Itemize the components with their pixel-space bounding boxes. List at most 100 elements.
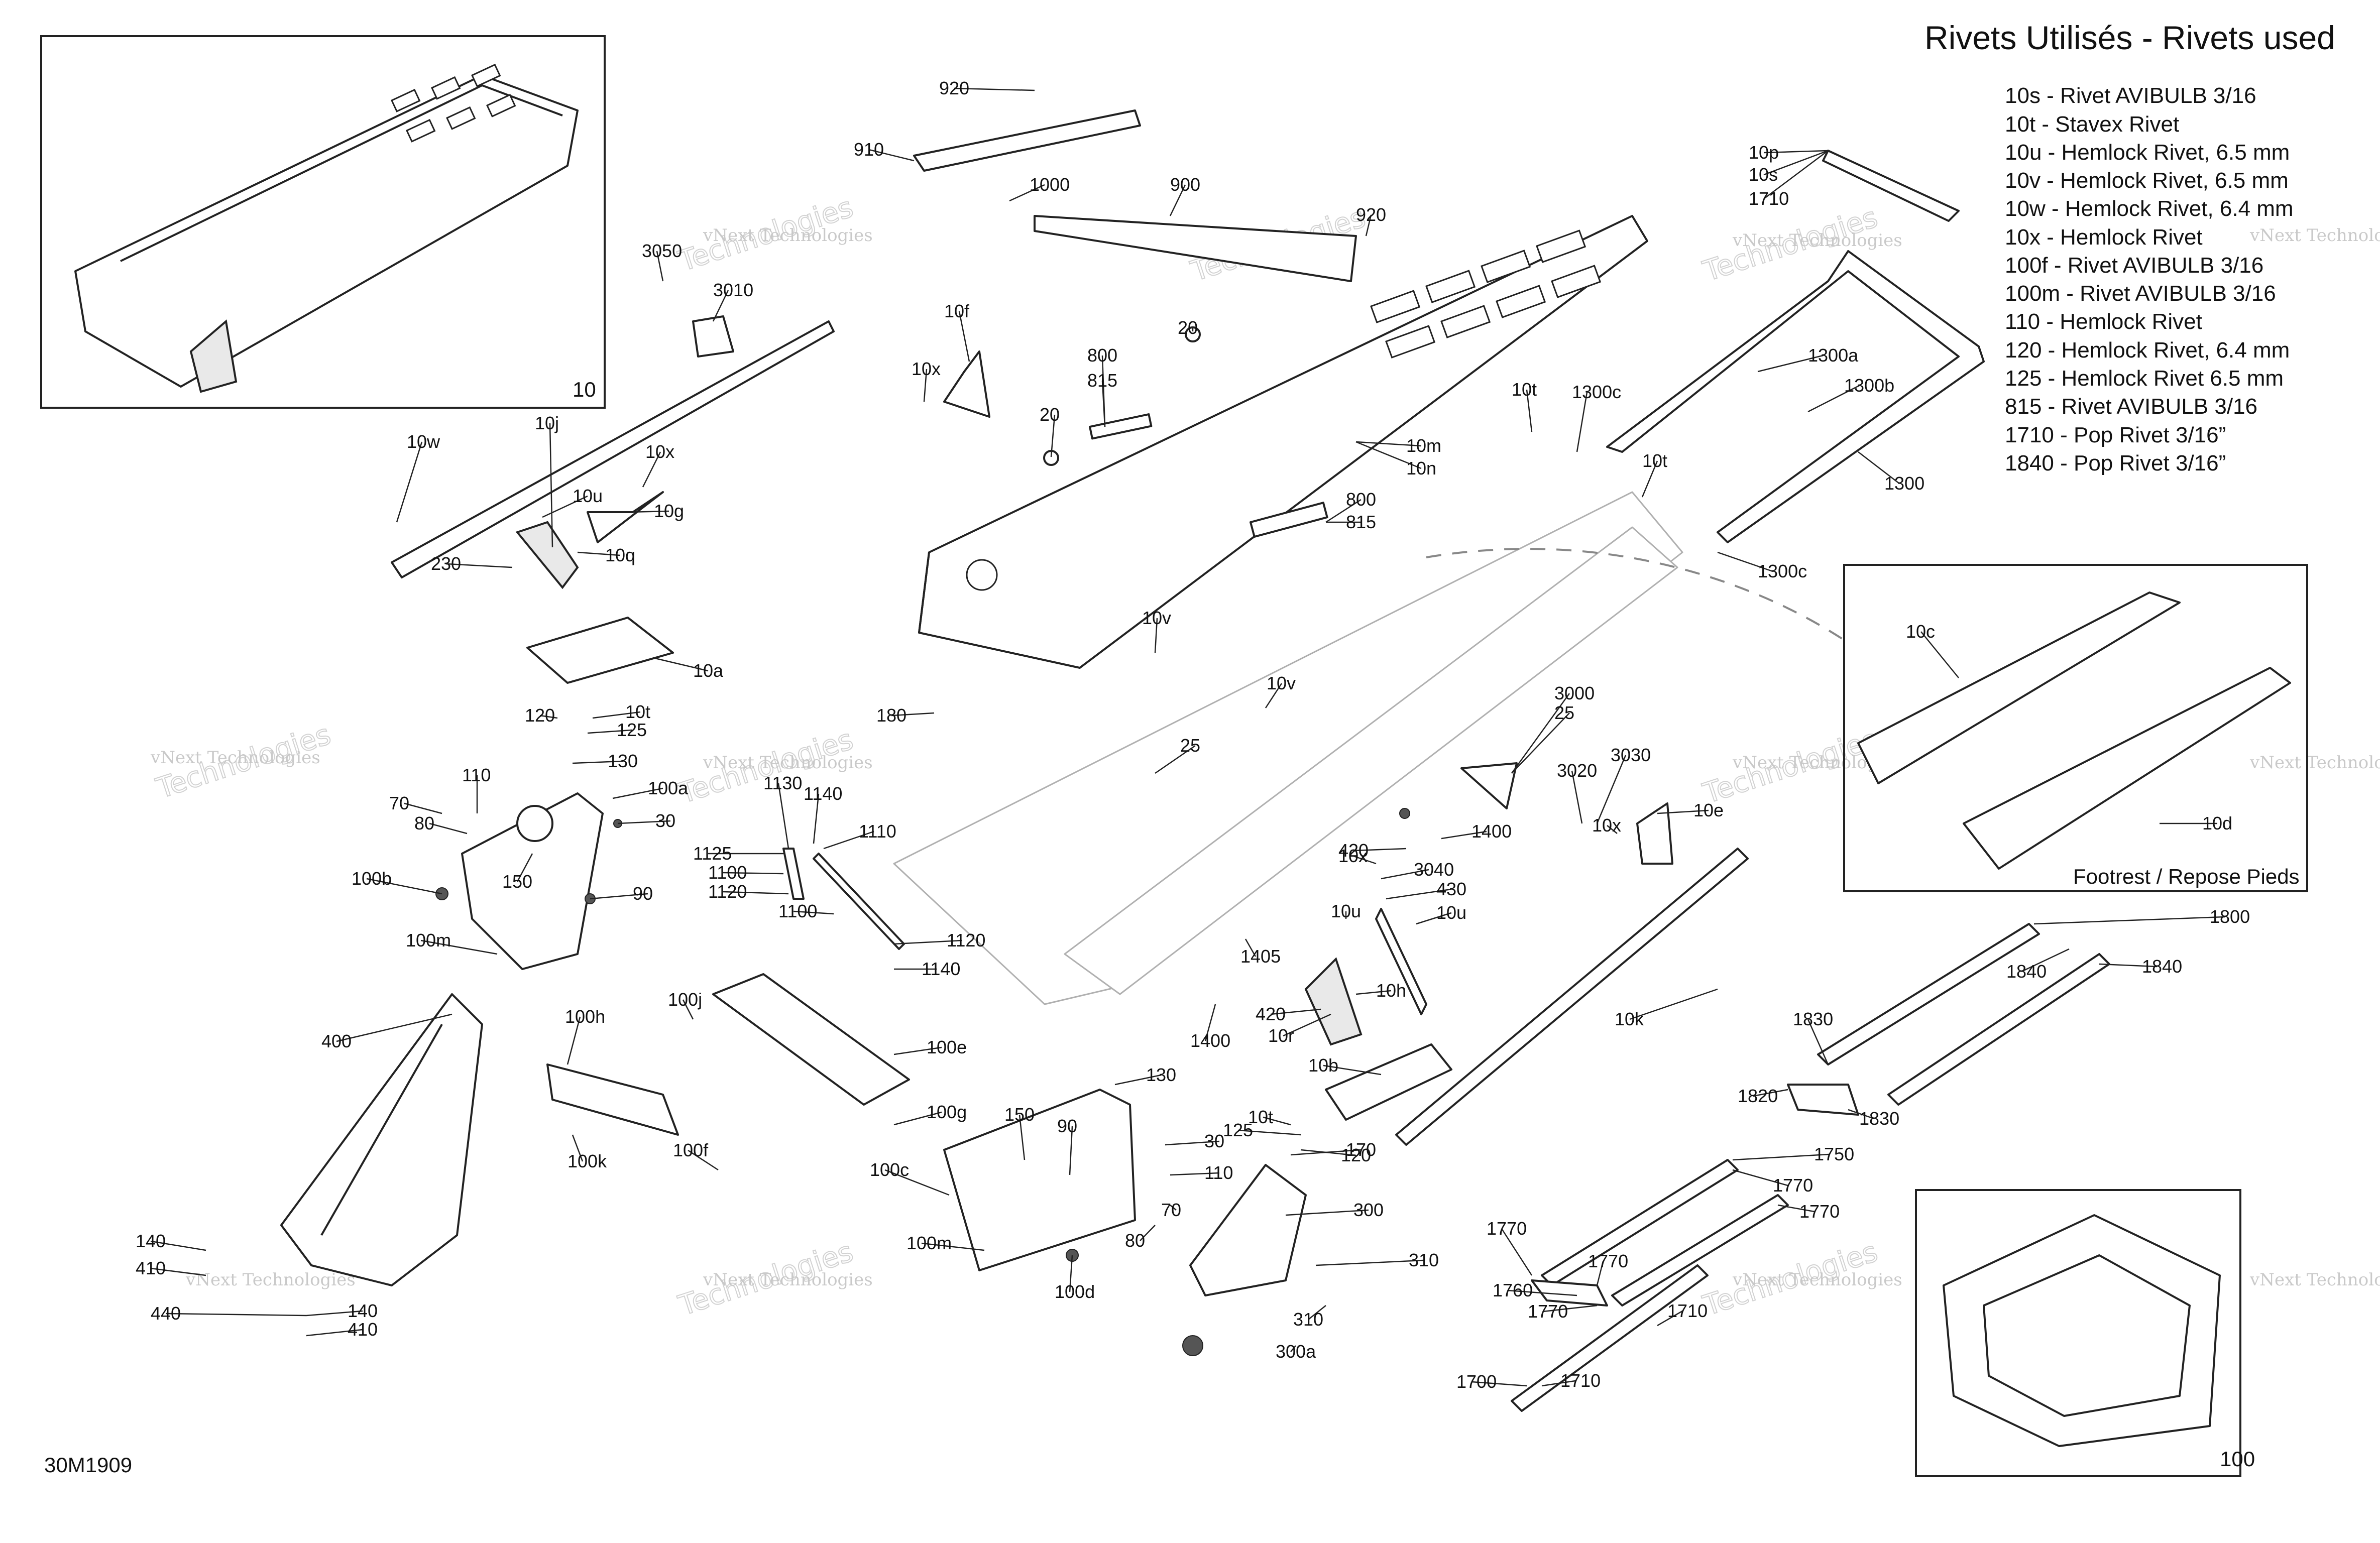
callout-label: 815 xyxy=(1087,370,1117,391)
callout-leader xyxy=(1732,1153,1830,1161)
frame-400-tube xyxy=(320,1024,443,1236)
column-100a xyxy=(461,792,604,970)
rail-1700 xyxy=(1511,1264,1709,1412)
callout-leader xyxy=(1154,618,1158,653)
callout-label: 1750 xyxy=(1814,1144,1854,1164)
callout-label: 100c xyxy=(870,1159,909,1180)
callout-leader xyxy=(1807,1019,1829,1065)
bracket-10e xyxy=(1636,802,1673,865)
callout-leader xyxy=(923,369,928,402)
callout-label: 10n xyxy=(1406,458,1436,479)
grommet-20 xyxy=(1185,326,1201,342)
callout-leader xyxy=(572,760,623,764)
legend-item: 10t - Stavex Rivet xyxy=(2005,112,2179,137)
callout-label: 815 xyxy=(1346,512,1376,532)
callout-label: 1110 xyxy=(859,821,896,842)
callout-leader xyxy=(445,563,513,568)
callout-label: 100m xyxy=(406,930,451,951)
callout-leader xyxy=(617,820,671,824)
callout-leader xyxy=(1170,1172,1220,1176)
callout-label: 100b xyxy=(352,868,392,889)
callout-label: 1830 xyxy=(1859,1108,1899,1129)
callout-label: 10c xyxy=(1906,621,1935,642)
callout-leader xyxy=(1300,1149,1356,1156)
callout-leader xyxy=(1308,1305,1326,1320)
callout-label: 1830 xyxy=(1793,1009,1833,1029)
callout-label: 3050 xyxy=(642,241,682,261)
callout-label: 10r xyxy=(1268,1025,1294,1046)
callout-leader xyxy=(516,853,533,882)
callout-leader xyxy=(306,1329,363,1337)
callout-leader xyxy=(1290,1345,1296,1352)
tunnel-vents xyxy=(391,63,516,143)
callout-label: 1300a xyxy=(1808,345,1859,366)
callout-leader xyxy=(592,711,641,719)
legend-item: 120 - Hemlock Rivet, 6.4 mm xyxy=(2005,338,2290,363)
callout-leader xyxy=(2021,948,2070,973)
watermark-text: vNext Technologies xyxy=(2249,225,2380,246)
plate-100e xyxy=(712,973,910,1106)
callout-label: 100m xyxy=(906,1233,952,1253)
callout-leader xyxy=(1526,389,1533,432)
callout-leader xyxy=(1285,1209,1369,1216)
callout-label: 900 xyxy=(1170,174,1200,195)
legend-item: 100f - Rivet AVIBULB 3/16 xyxy=(2005,253,2263,278)
bracket-10p xyxy=(1822,150,1960,222)
callout-leader xyxy=(813,793,820,844)
callout-label: 1710 xyxy=(1667,1300,1708,1321)
callout-label: 100a xyxy=(648,778,689,798)
callout-leader xyxy=(587,729,632,734)
bracket-910 xyxy=(913,109,1141,172)
callout-leader xyxy=(1018,1114,1026,1160)
legend-item: 10s - Rivet AVIBULB 3/16 xyxy=(2005,83,2256,108)
bracket-1760 xyxy=(1531,1279,1608,1307)
callout-label: 20 xyxy=(1178,317,1198,338)
callout-leader xyxy=(1009,184,1045,202)
legend-item: 125 - Hemlock Rivet 6.5 mm xyxy=(2005,366,2284,391)
legend-item: 10v - Hemlock Rivet, 6.5 mm xyxy=(2005,168,2289,193)
callout-label: 1125 xyxy=(693,843,732,864)
callout-label: 20 xyxy=(1040,404,1060,425)
callout-leader xyxy=(1381,869,1429,880)
callout-leader xyxy=(893,939,962,945)
callout-leader xyxy=(1315,1259,1424,1266)
callout-label: 30 xyxy=(1204,1131,1224,1151)
legend-item: 1710 - Pop Rivet 3/16” xyxy=(2005,423,2226,447)
callout-label: 400 xyxy=(321,1031,352,1051)
link-1100-b xyxy=(813,853,905,950)
legend-title: Rivets Utilisés - Rivets used xyxy=(1924,19,2335,56)
callout-label: 70 xyxy=(1161,1200,1181,1220)
callout-leader xyxy=(1050,414,1056,457)
callout-leader xyxy=(777,783,789,849)
callout-leader xyxy=(1807,385,1860,413)
callout-leader xyxy=(958,311,970,362)
callout-leader xyxy=(539,715,558,719)
tunnel-front-edge xyxy=(918,552,930,633)
callout-label: 1400 xyxy=(1471,821,1512,842)
bracket-10f xyxy=(943,350,990,418)
callout-leader xyxy=(1629,988,1718,1020)
callout-leader xyxy=(688,1149,719,1171)
callout-label: 440 xyxy=(151,1303,181,1324)
callout-leader xyxy=(823,830,874,850)
callout-leader xyxy=(306,1310,363,1317)
callout-label: 10p xyxy=(1749,142,1779,163)
callout-label: 3040 xyxy=(1414,859,1454,880)
rail-10k xyxy=(1395,848,1749,1146)
watermark-text: vNext Technologies xyxy=(703,1270,873,1290)
callout-label: 10v xyxy=(1267,673,1296,693)
callout-leader xyxy=(1365,214,1372,236)
plate-800 xyxy=(1089,413,1153,440)
callout-label: 230 xyxy=(431,553,461,574)
callout-label: 1405 xyxy=(1240,946,1281,967)
callout-leader xyxy=(1777,1204,1815,1213)
callout-label: 10h xyxy=(1376,980,1406,1001)
plate-100h xyxy=(546,1063,679,1136)
callout-label: 10d xyxy=(2202,813,2232,834)
callout-leader xyxy=(1265,683,1283,708)
legend-item: 10u - Hemlock Rivet, 6.5 mm xyxy=(2005,140,2290,165)
callout-leader xyxy=(1858,451,1900,484)
bumper-1300 xyxy=(1606,250,1985,543)
callout-label: 10f xyxy=(944,301,970,321)
callout-label: 110 xyxy=(1204,1162,1233,1183)
